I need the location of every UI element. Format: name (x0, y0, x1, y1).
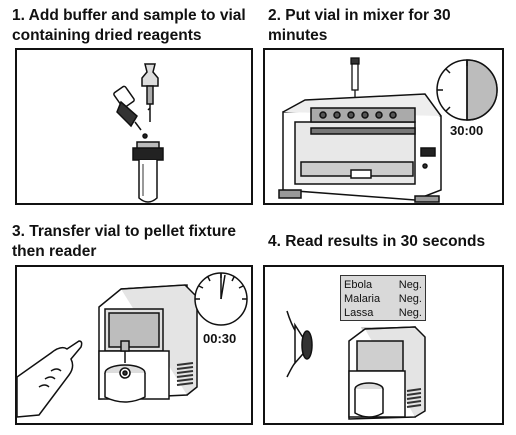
timer-clock-icon (194, 272, 248, 326)
vial-pipette-illustration (113, 63, 164, 203)
reader-device-icon (98, 284, 198, 403)
step-2-title: 2. Put vial in mixer for 30 minutes (268, 7, 451, 44)
result-row: Ebola Neg. (344, 278, 422, 292)
vial-icon (132, 141, 164, 203)
vial-icon (350, 57, 360, 100)
eye-icon (286, 310, 313, 378)
reader-device-icon (348, 326, 426, 420)
results-display: Ebola Neg. Malaria Neg. Lassa Neg. (340, 275, 426, 321)
step-3-title: 3. Transfer vial to pellet fixture then … (12, 223, 236, 260)
pipette-icon (141, 63, 159, 122)
read-results-illustration (286, 310, 426, 420)
result-value: Neg. (398, 307, 422, 319)
result-pathogen: Malaria (344, 293, 381, 305)
step-2-panel: 30:00 (263, 48, 504, 205)
result-row: Lassa Neg. (344, 306, 422, 320)
step-4-panel: Ebola Neg. Malaria Neg. Lassa Neg. (263, 265, 504, 425)
timer-clock-icon (436, 59, 498, 121)
mixer-illustration (278, 57, 498, 203)
result-row: Malaria Neg. (344, 292, 422, 306)
dropper-bottle-icon (113, 85, 148, 139)
result-pathogen: Lassa (344, 307, 374, 319)
hand-icon (17, 340, 83, 418)
step-4-title: 4. Read results in 30 seconds (268, 233, 486, 250)
step-1-panel (15, 48, 253, 205)
result-pathogen: Ebola (344, 279, 373, 291)
reader-transfer-illustration (17, 272, 248, 418)
step-1-title: 1. Add buffer and sample to vial contain… (12, 7, 246, 44)
reader-timer-label: 00:30 (203, 331, 237, 346)
mixer-timer-label: 30:00 (450, 123, 484, 138)
step-3-panel: 00:30 (15, 265, 253, 425)
result-value: Neg. (398, 279, 422, 291)
mixer-device-icon (278, 93, 442, 203)
result-value: Neg. (398, 293, 422, 305)
